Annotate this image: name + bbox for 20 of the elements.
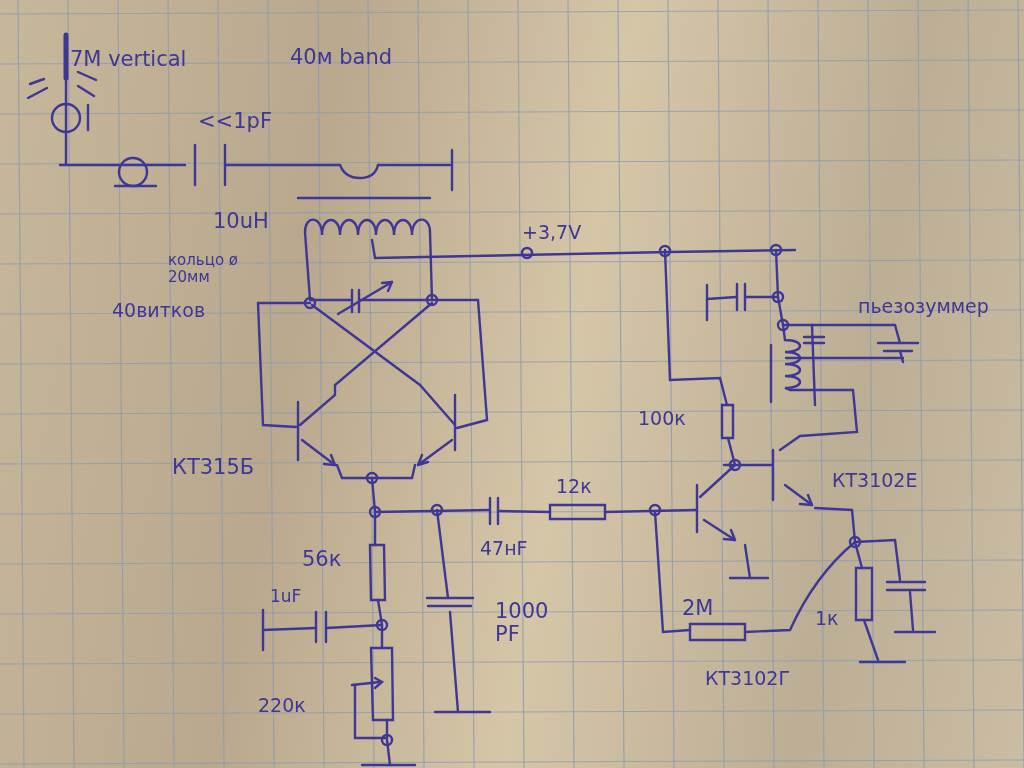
component-value: 1к xyxy=(815,608,839,629)
coil-note: кольцо ø 20мм xyxy=(168,252,239,285)
component-value: 220к xyxy=(258,695,306,716)
component-value: <<1pF xyxy=(198,110,272,134)
voltage-label: +3,7V xyxy=(522,222,582,243)
transistor-type: КТ315Б xyxy=(172,456,255,480)
component-value: 47нF xyxy=(480,538,528,559)
component-value: 10uH xyxy=(213,210,269,234)
component-value: 100к xyxy=(638,408,686,429)
component-value: 12к xyxy=(556,476,592,497)
component-value: 2М xyxy=(682,597,714,621)
band-label: 40м band xyxy=(290,46,393,70)
component-value: 56к xyxy=(302,548,342,572)
antenna-label: 7M vertical xyxy=(70,48,187,72)
transistor-type: КТ3102Г xyxy=(705,668,791,689)
component-value: 1uF xyxy=(270,587,302,606)
component-name: пьезозуммер xyxy=(858,296,989,317)
coil-note: 40витков xyxy=(112,300,206,321)
transistor-type: КТ3102Е xyxy=(832,470,918,491)
component-value: 1000 PF xyxy=(495,600,550,647)
